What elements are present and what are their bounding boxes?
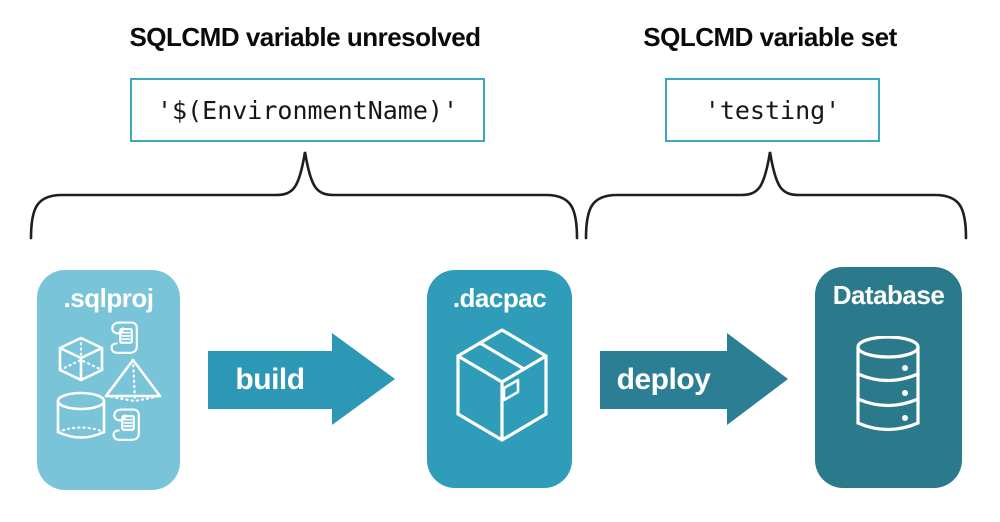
database-node-label: Database	[832, 280, 945, 310]
build-arrow-label: build	[235, 363, 305, 396]
package-icon	[456, 328, 548, 442]
resolved-variable-value-box: 'testing'	[665, 78, 880, 142]
unresolved-variable-value-box: '$(EnvironmentName)'	[130, 78, 485, 142]
database-node: Database	[815, 267, 962, 488]
build-arrow-icon	[208, 333, 395, 425]
sqlproj-node: .sqlproj	[37, 270, 180, 490]
sqlproj-node-label: .sqlproj	[63, 283, 154, 313]
deploy-arrow-icon	[600, 333, 788, 425]
pyramid-icon	[104, 358, 162, 403]
deploy-arrow-label: deploy	[616, 363, 711, 396]
dacpac-node-label: .dacpac	[452, 283, 547, 313]
sql-objects-icons	[56, 321, 162, 441]
left-stage-heading: SQLCMD variable unresolved	[129, 22, 481, 52]
right-curly-brace	[584, 151, 968, 240]
left-curly-brace	[29, 151, 579, 240]
scroll-icon	[110, 321, 138, 354]
cylinder-icon	[56, 391, 106, 439]
database-icon	[856, 336, 920, 432]
scroll-icon	[112, 408, 140, 441]
cube-icon	[58, 336, 104, 382]
right-stage-heading: SQLCMD variable set	[643, 22, 897, 52]
